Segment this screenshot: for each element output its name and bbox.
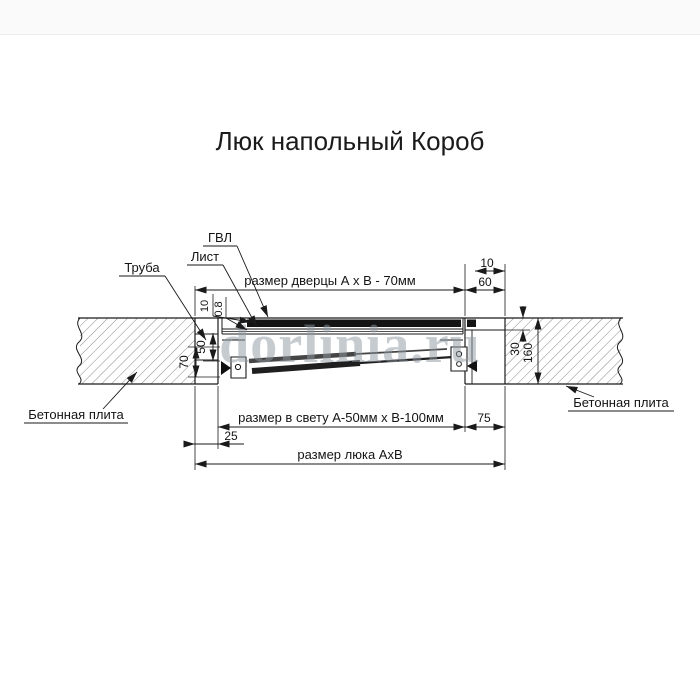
spring-bracket-right <box>450 346 468 372</box>
gvl-board <box>247 319 461 327</box>
anchor-mark-left <box>221 361 231 375</box>
concrete-slab-right <box>505 317 624 385</box>
dim-frame-width: 60 <box>478 275 492 289</box>
dim-right-offset: 75 <box>477 411 491 425</box>
callouts <box>24 245 674 424</box>
dim-slab-thickness: 160 <box>521 343 535 363</box>
dim-sheet-thickness: 0.8 <box>213 301 225 316</box>
dim-left-depth-lower: 70 <box>177 355 191 369</box>
dim-right-rebate: 30 <box>508 342 522 356</box>
label-pipe: Труба <box>124 260 160 275</box>
gas-springs <box>221 346 477 379</box>
dim-left-offset: 25 <box>224 429 238 443</box>
dimension-texts: размер дверцы А х В - 70мм 10 60 10 0.8 … <box>177 256 535 462</box>
dim-left-depth-upper: 50 <box>194 340 208 354</box>
dimensions <box>183 264 542 470</box>
dim-door-size: размер дверцы А х В - 70мм <box>244 273 416 288</box>
frame-edge <box>467 319 476 327</box>
dim-hatch-size: размер люка АхВ <box>297 447 402 462</box>
concrete-slab-left <box>75 317 195 385</box>
label-gvl: ГВЛ <box>208 230 232 245</box>
top-band <box>0 0 700 35</box>
dim-clear-size: размер в свету А-50мм х В-100мм <box>238 410 444 425</box>
page-title: Люк напольный Короб <box>216 126 485 156</box>
dim-gvl-thickness: 10 <box>199 300 211 312</box>
hatch-lid <box>195 317 505 341</box>
dim-top-lip: 10 <box>480 256 494 270</box>
label-concrete-left: Бетонная плита <box>28 407 124 422</box>
anchor-mark-right <box>467 360 477 372</box>
callout-texts: ГВЛ Лист Труба Бетонная плита Бетонная п… <box>28 230 669 422</box>
watermark: dorlinia.ru <box>219 314 481 374</box>
label-concrete-right: Бетонная плита <box>573 395 669 410</box>
label-sheet: Лист <box>191 249 219 264</box>
